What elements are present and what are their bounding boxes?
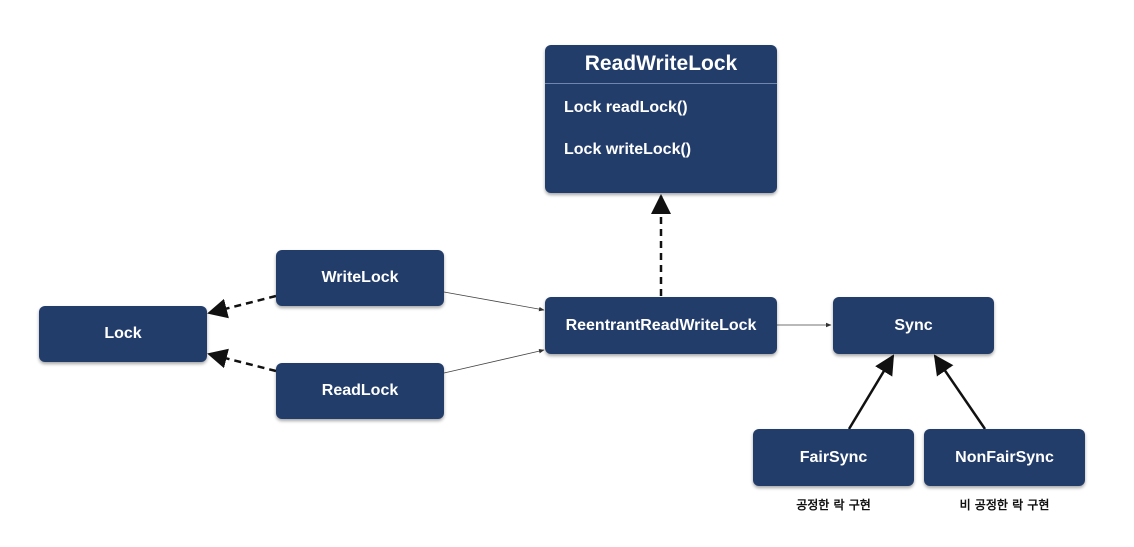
- readlock-node: ReadLock: [276, 363, 444, 419]
- writelock-method: Lock writeLock(): [564, 141, 692, 158]
- edge-writelock-to-reentrant: [443, 291, 545, 312]
- edge-readlock-to-reentrant: [443, 348, 545, 374]
- writelock-node: WriteLock: [276, 250, 444, 306]
- readwritelock-title: ReadWriteLock: [545, 45, 777, 84]
- readwritelock-interface-box: ReadWriteLock Lock readLock() Lock write…: [545, 45, 777, 193]
- edge-writelock-to-lock: [207, 294, 277, 319]
- sync-node: Sync: [833, 297, 994, 354]
- edge-readlock-to-lock: [207, 348, 277, 373]
- fairsync-note: 공정한 락 구현: [796, 498, 871, 512]
- reentrantreadwritelock-node: ReentrantReadWriteLock: [545, 297, 777, 354]
- nonfairsync-node: NonFairSync: [924, 429, 1085, 486]
- readlock-method: Lock readLock(): [564, 99, 688, 116]
- lock-node: Lock: [39, 306, 207, 362]
- fairsync-node: FairSync: [753, 429, 914, 486]
- edge-fairsync-to-sync: [847, 354, 895, 430]
- nonfairsync-note: 비 공정한 락 구현: [959, 498, 1050, 512]
- edge-nonfairsync-to-sync: [933, 354, 987, 430]
